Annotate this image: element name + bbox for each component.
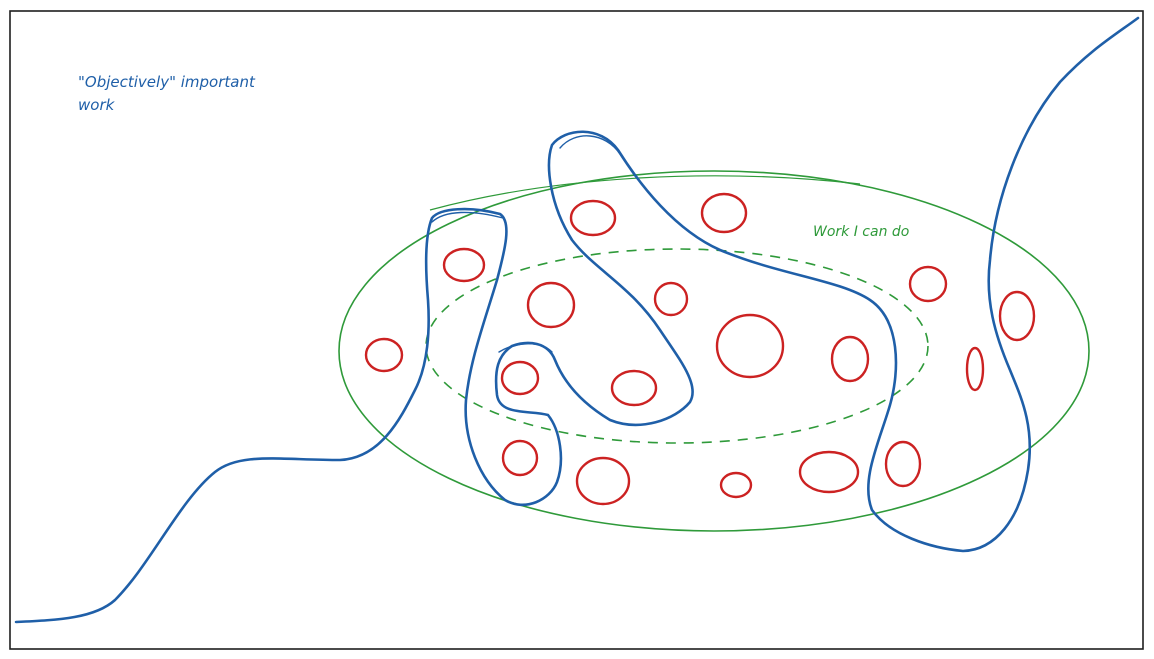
task-circle [653,281,689,317]
task-circle [569,199,617,237]
task-circle [719,471,753,499]
work-i-can-do-ellipse-overstroke [429,175,861,211]
inner-dashed-ellipse [425,248,929,444]
task-circle [526,281,576,329]
task-circle [798,450,860,494]
task-circle [965,346,985,392]
canvas-frame [9,10,1144,650]
task-circle [830,335,870,383]
task-circle [364,337,404,373]
task-circle [908,265,948,303]
work-i-can-do-ellipse [338,170,1090,532]
task-circle [575,456,631,506]
objective-importance-boundary [14,16,1140,624]
task-circle [610,369,658,407]
objective-label-line1: "Objectively" important [78,73,256,91]
task-circle [715,313,785,379]
task-circle [442,247,486,283]
task-circle [700,192,748,234]
task-circle [998,290,1036,342]
task-circle [500,360,540,396]
objective-label-line2: work [78,96,116,114]
work-i-can-do-label: Work I can do [813,224,909,240]
task-circle [501,439,539,477]
task-circle [884,440,922,488]
task-circles [364,192,1036,506]
objective-importance-boundary-overstroke [431,135,621,353]
